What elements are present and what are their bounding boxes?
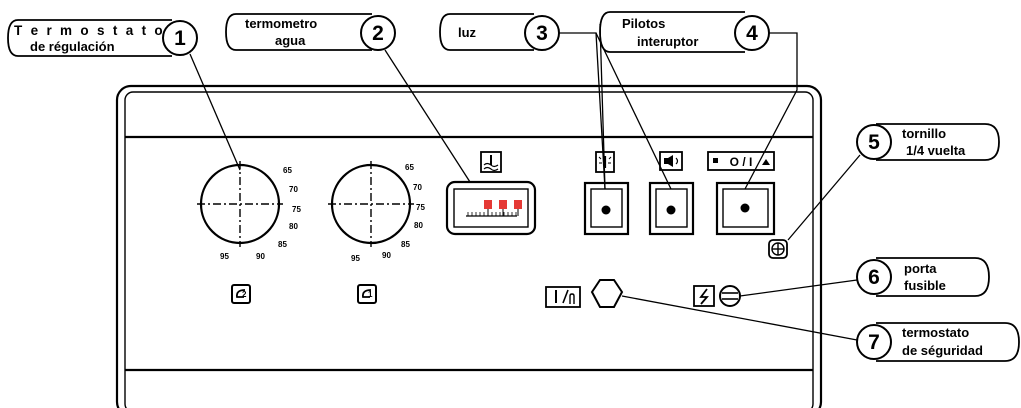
callout-1-line2: de régulación — [30, 39, 115, 54]
callout-3-number: 3 — [536, 22, 548, 45]
svg-text:2: 2 — [242, 290, 247, 299]
lightning-icon — [693, 285, 715, 307]
right-dial-tick-label: 95 — [351, 254, 360, 263]
right-dial-scale: 65 70 75 80 85 90 95 — [351, 163, 425, 263]
on-off-switch-icon: O / I — [707, 151, 775, 171]
callout-1: 1 T e r m o s t a t o de régulación — [7, 19, 198, 57]
callout-6: 6 porta fusible — [856, 257, 990, 297]
main-switch[interactable]: O / I — [707, 151, 776, 236]
thermometer-scale — [466, 200, 522, 217]
left-dial-tick-label: 90 — [256, 252, 265, 261]
left-dial-tick-label: 70 — [289, 185, 298, 194]
callout-7-line1: termostato — [902, 325, 969, 340]
callout-5-line2: 1/4 vuelta — [906, 143, 966, 158]
quarter-turn-screw[interactable] — [768, 239, 788, 259]
heating-circuit-1-icon: 1 — [357, 284, 377, 304]
callout-7-number: 7 — [868, 331, 880, 354]
callout-6-line2: fusible — [904, 278, 946, 293]
callout-3: 3 luz — [439, 13, 560, 51]
heating-circuit-2-icon: 2 — [231, 284, 251, 304]
right-dial-tick-label: 90 — [382, 251, 391, 260]
right-dial-tick-label: 65 — [405, 163, 414, 172]
left-dial-tick-label: 95 — [220, 252, 229, 261]
left-dial-scale: 65 70 75 80 85 90 95 — [220, 166, 301, 261]
right-dial-tick-label: 75 — [416, 203, 425, 212]
left-dial-tick-label: 75 — [292, 205, 301, 214]
water-temperature-icon — [480, 151, 502, 173]
left-dial-tick-label: 80 — [289, 222, 298, 231]
left-dial-tick-label: 65 — [283, 166, 292, 175]
callout-1-number: 1 — [174, 27, 186, 50]
callout-2: 2 termometro agua — [225, 13, 396, 51]
left-dial-tick-label: 85 — [278, 240, 287, 249]
callout-4: 4 Pilotos interuptor — [599, 11, 770, 53]
callout-5-number: 5 — [868, 131, 880, 154]
callout-1-line1: T e r m o s t a t o — [14, 23, 165, 38]
svg-text:1: 1 — [368, 290, 373, 299]
callout-2-line2: agua — [275, 33, 306, 48]
callout-4-line2: interuptor — [637, 34, 698, 49]
callout-6-line1: porta — [904, 261, 937, 276]
pilot-indicator — [648, 151, 695, 236]
right-dial-tick-label: 70 — [413, 183, 422, 192]
callout-6-number: 6 — [868, 266, 880, 289]
callout-4-line1: Pilotos — [622, 16, 665, 31]
callout-5: 5 tornillo 1/4 vuelta — [856, 123, 1000, 161]
water-thermometer — [445, 151, 537, 236]
right-dial-tick-label: 85 — [401, 240, 410, 249]
callout-5-line1: tornillo — [902, 126, 946, 141]
callout-4-number: 4 — [746, 22, 758, 45]
right-dial-tick-label: 80 — [414, 221, 423, 230]
callout-2-line1: termometro — [245, 16, 317, 31]
safety-thermostat[interactable] — [545, 279, 624, 308]
left-dial[interactable]: 65 70 75 80 85 90 95 — [197, 161, 301, 261]
callout-2-number: 2 — [372, 22, 384, 45]
thermostat-reset-icon — [545, 286, 581, 308]
leader-lines — [189, 23, 861, 341]
right-dial[interactable]: 65 70 75 80 85 90 95 — [328, 161, 425, 263]
light-indicator — [583, 151, 630, 236]
callout-3-line1: luz — [458, 25, 477, 40]
fuse-holder[interactable] — [693, 285, 741, 307]
panel-outline — [115, 84, 823, 408]
callout-7-line2: de séguridad — [902, 343, 983, 358]
callout-7: 7 termostato de séguridad — [856, 322, 1020, 362]
horn-icon — [659, 151, 683, 171]
switch-label: O / I — [730, 155, 753, 169]
quarter-turn-screw-icon — [768, 239, 788, 259]
